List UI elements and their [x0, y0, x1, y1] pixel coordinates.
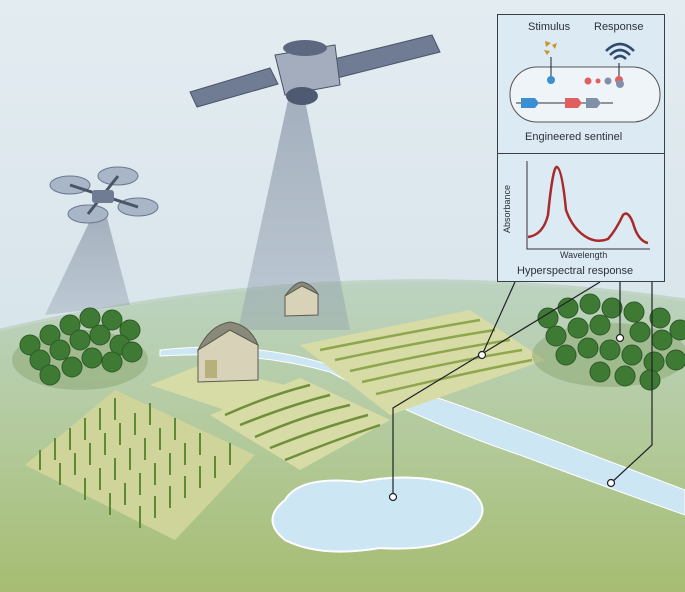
- striped-field-right: [300, 310, 545, 415]
- sentinel-cell-diagram: [509, 41, 661, 123]
- tree-cluster-right: [537, 293, 685, 391]
- stimulus-label: Stimulus: [528, 21, 571, 33]
- absorbance-curve: [527, 165, 649, 245]
- cell-outline: [509, 66, 661, 123]
- barn-icon-small: [284, 281, 320, 317]
- satellite-beam: [238, 100, 350, 330]
- corn-plants: [39, 398, 231, 528]
- tree-cluster-left: [19, 307, 143, 386]
- engineered-sentinel-panel: Stimulus Response Engineered sentinel: [498, 15, 664, 154]
- stimulus-molecules-icon: [544, 41, 557, 55]
- wifi-signal-icon: [605, 42, 635, 60]
- corn-field: [25, 390, 255, 540]
- absorbance-chart: [526, 161, 650, 250]
- sentinel-inset-panel: Stimulus Response Engineered sentinel Ab…: [497, 14, 665, 282]
- barn-icon-large: [196, 321, 259, 383]
- y-axis-label: Absorbance: [502, 184, 512, 233]
- drone-beam: [45, 210, 130, 315]
- field-small: [150, 365, 285, 410]
- leader-points: [388, 333, 625, 502]
- engineered-sentinel-caption: Engineered sentinel: [525, 131, 623, 143]
- x-axis-label: Wavelength: [560, 250, 608, 260]
- striped-field-middle: [210, 378, 390, 470]
- pond: [271, 476, 484, 553]
- drone-icon: [49, 166, 159, 224]
- leader-lines: [392, 281, 653, 497]
- response-label: Response: [594, 21, 644, 33]
- satellite-icon: [189, 34, 441, 108]
- hyperspectral-response-caption: Hyperspectral response: [517, 265, 634, 277]
